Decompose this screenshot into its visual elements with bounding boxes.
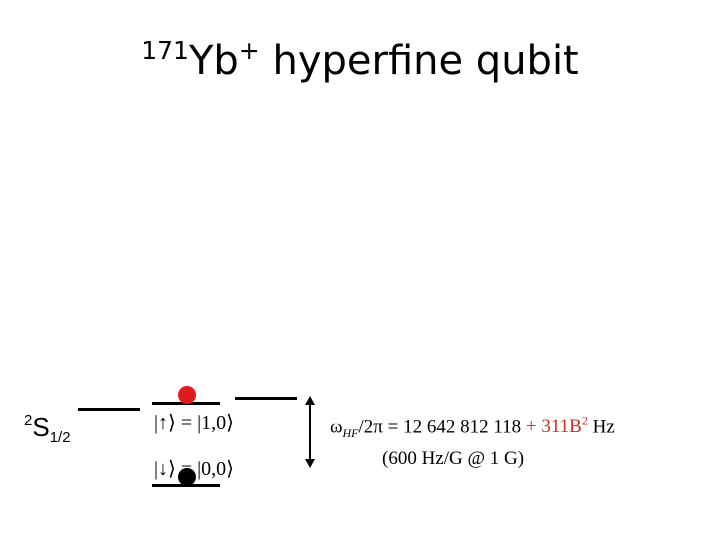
down-state-label: |↓⟩ = |0,0⟩ xyxy=(154,458,234,480)
formula-main: /2π = 12 642 812 118 xyxy=(358,416,522,438)
down-state-dot xyxy=(178,468,196,486)
up-state-dot xyxy=(178,386,196,404)
term-symbol: 2S1/2 xyxy=(24,412,71,446)
title-text: hyperfine qubit xyxy=(272,38,579,84)
down-state-value: 0,0 xyxy=(201,458,227,480)
title-charge: + xyxy=(238,36,260,65)
title-mass-number: 171 xyxy=(141,36,189,65)
term-j: 1/2 xyxy=(49,429,71,446)
zeeman-note: (600 Hz/G @ 1 G) xyxy=(382,448,525,469)
up-arrow-icon: ↑ xyxy=(158,412,169,434)
page-title: 171Yb+ hyperfine qubit xyxy=(0,38,720,81)
correction-term: + 311B xyxy=(525,416,582,438)
omega-subscript: HF xyxy=(342,426,359,441)
term-multiplicity: 2 xyxy=(24,412,33,429)
up-state-label: |↑⟩ = |1,0⟩ xyxy=(154,412,234,434)
formula-unit: Hz xyxy=(592,416,615,438)
quadratic-correction: + 311B2 xyxy=(525,414,588,438)
level-upper-right xyxy=(235,397,297,400)
hyperfine-frequency-formula: ωHF/2π = 12 642 812 118 + 311B2 Hz xyxy=(330,414,615,441)
omega-symbol: ω xyxy=(330,416,343,438)
term-letter: S xyxy=(32,412,50,442)
correction-exponent: 2 xyxy=(581,414,588,428)
up-state-value: 1,0 xyxy=(201,412,227,434)
title-element: Yb xyxy=(188,38,239,84)
down-arrow-icon: ↓ xyxy=(158,458,169,480)
level-ground-line xyxy=(78,408,140,411)
double-arrow-vertical-icon xyxy=(305,396,315,468)
